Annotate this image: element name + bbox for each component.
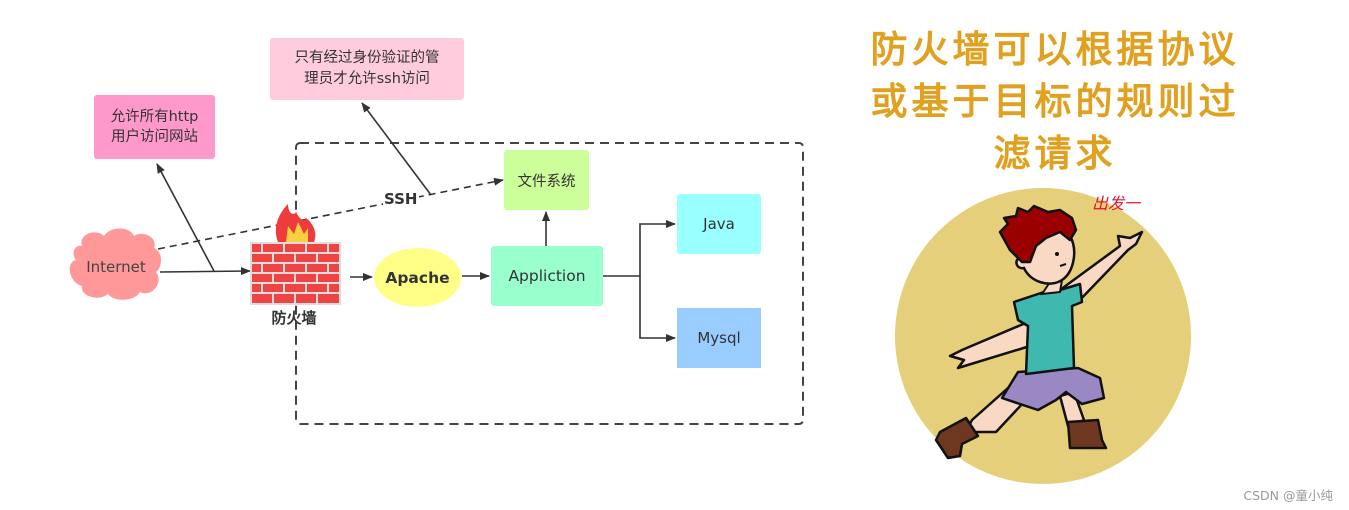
firewall-label: 防火墙 (271, 309, 317, 327)
note-http-rule[interactable]: 允许所有http 用户访问网站 (94, 95, 215, 159)
edge-app-mysql (639, 276, 676, 342)
headline: 防火墙可以根据协议 或基于目标的规则过 滤请求 (850, 24, 1260, 180)
firewall-icon[interactable] (250, 204, 341, 305)
note-ssh-line2: 理员才允许ssh访问 (304, 71, 430, 87)
boy-illustration (895, 188, 1191, 484)
headline-line2: 或基于目标的规则过 (870, 80, 1240, 123)
edge-internet-firewall (159, 267, 251, 276)
internet-cloud[interactable] (69, 228, 161, 300)
watermark: CSDN @童小纯 (1243, 488, 1333, 503)
apache-label: Apache (385, 268, 450, 287)
apache-node[interactable]: Apache (374, 248, 461, 307)
filesystem-node[interactable]: 文件系统 (504, 150, 589, 210)
note-http-line1: 允许所有http (110, 109, 199, 125)
note-http-line2: 用户访问网站 (110, 129, 198, 145)
java-node[interactable]: Java (677, 194, 761, 254)
filesystem-label: 文件系统 (517, 173, 576, 190)
edge-ssh-note (361, 102, 432, 196)
mysql-label: Mysql (697, 329, 741, 347)
java-label: Java (703, 215, 735, 233)
edge-app-java (603, 220, 676, 277)
note-ssh-line1: 只有经过身份验证的管 (294, 50, 440, 66)
internet-label: Internet (86, 258, 146, 276)
note-ssh-rule[interactable]: 只有经过身份验证的管 理员才允许ssh访问 (270, 38, 464, 100)
application-label: Appliction (508, 267, 586, 285)
application-node[interactable]: Appliction (491, 246, 603, 306)
ssh-edge-label: SSH (383, 190, 419, 208)
headline-line1: 防火墙可以根据协议 (870, 28, 1240, 71)
headline-line3: 滤请求 (993, 132, 1117, 175)
edge-ssh-dashed (157, 177, 504, 250)
mysql-node[interactable]: Mysql (677, 308, 761, 368)
speech-text: 出发一 (1092, 194, 1141, 213)
edge-http-note (156, 163, 215, 272)
